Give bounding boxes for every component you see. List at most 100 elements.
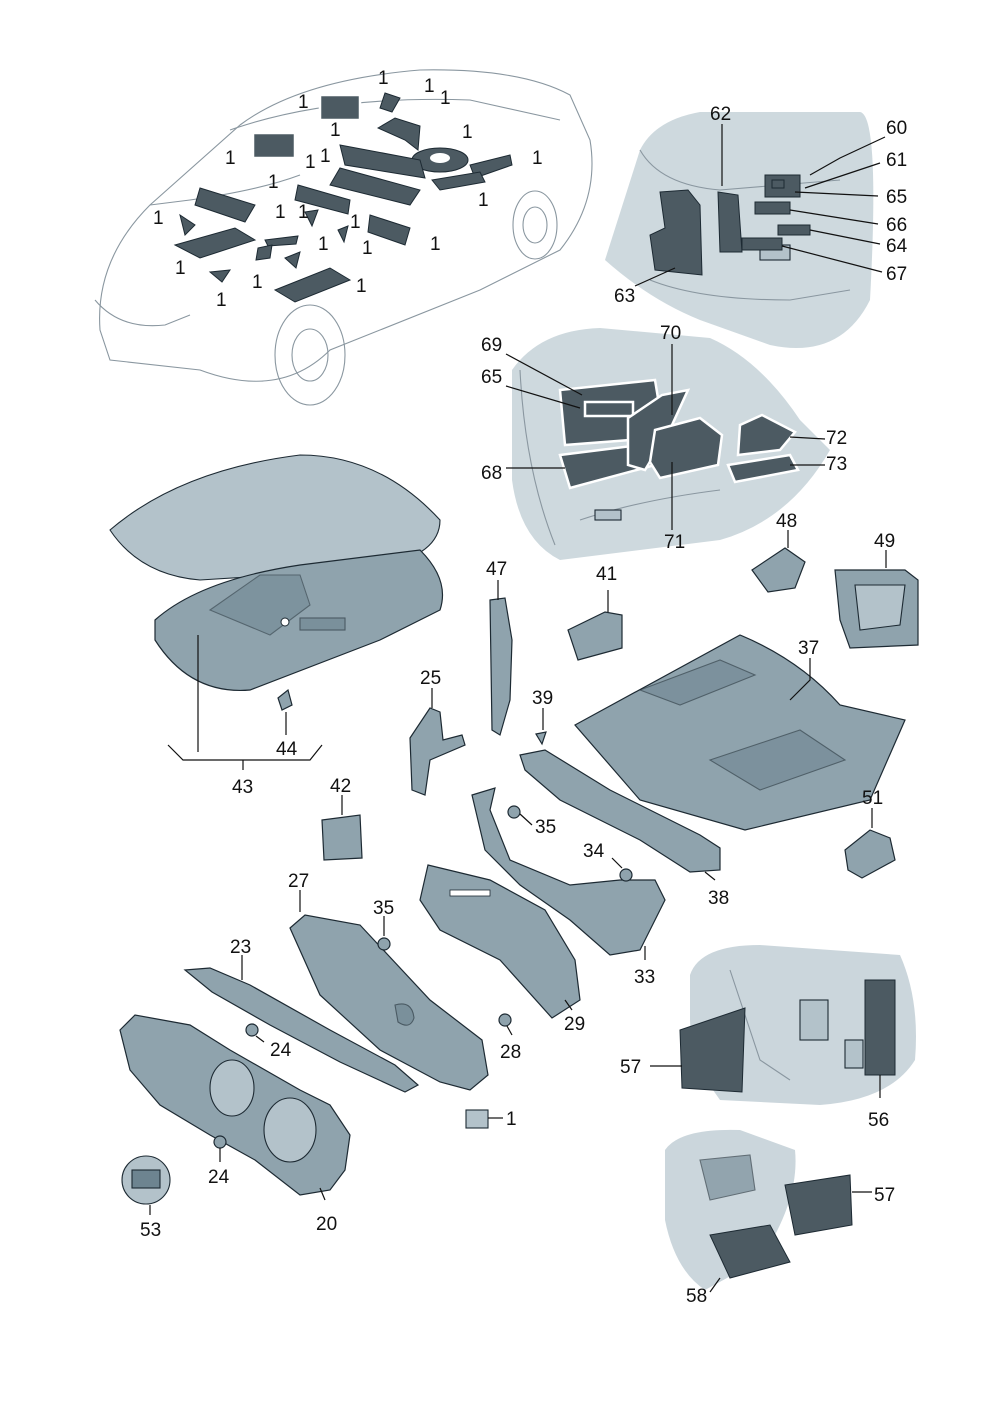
label-24-b: 24	[208, 1167, 230, 1188]
label-1-q: 1	[318, 234, 329, 255]
label-1-b: 1	[424, 76, 435, 97]
label-1-m: 1	[153, 208, 164, 229]
part-23: 23	[183, 937, 420, 1093]
label-1-g: 1	[320, 146, 331, 167]
label-70: 70	[660, 323, 681, 344]
label-33: 33	[634, 967, 655, 988]
label-35-b: 35	[373, 898, 394, 919]
label-48: 48	[776, 511, 797, 532]
part-25: 25	[409, 668, 466, 796]
label-28: 28	[500, 1042, 521, 1063]
label-43: 43	[232, 777, 253, 798]
part-47: 47	[486, 559, 513, 736]
label-1-t: 1	[175, 258, 186, 279]
label-1-w: 1	[216, 290, 227, 311]
label-51: 51	[862, 788, 883, 809]
part-37: 37	[574, 634, 906, 831]
label-41: 41	[596, 564, 617, 585]
part-38: 38	[519, 749, 729, 909]
label-35: 35	[535, 817, 556, 838]
label-63: 63	[614, 286, 635, 307]
wheelhouse-lower: 57 58	[665, 1129, 895, 1307]
label-27: 27	[288, 871, 309, 892]
label-68: 68	[481, 463, 502, 484]
label-53: 53	[140, 1220, 161, 1241]
part-1-small: 1	[465, 1109, 517, 1130]
label-1-a: 1	[378, 68, 389, 89]
part-49: 49	[834, 531, 919, 649]
trunk-middle-labels: 69 65 68 70 71 72 73	[481, 323, 847, 553]
part-41: 41	[567, 564, 623, 661]
car-part-labels: 1 1 1 1 1 1 1 1 1 1 1 1 1 1 1 1 1 1 1 1 …	[153, 68, 543, 311]
part-28: 28	[498, 1013, 521, 1063]
part-33: 33	[471, 787, 666, 988]
label-1-c: 1	[440, 88, 451, 109]
label-24-a: 24	[270, 1040, 292, 1061]
label-65-b: 65	[481, 367, 502, 388]
part-48: 48	[751, 511, 806, 593]
label-64: 64	[886, 236, 908, 257]
label-49: 49	[874, 531, 895, 552]
label-1-o: 1	[298, 202, 309, 223]
trunk-middle-leaders	[505, 344, 826, 530]
label-72: 72	[826, 428, 847, 449]
car-outline	[94, 69, 593, 406]
label-66: 66	[886, 215, 907, 236]
label-47: 47	[486, 559, 507, 580]
label-1-small: 1	[506, 1109, 517, 1130]
hood-assembly: 44 43	[109, 454, 444, 798]
label-23: 23	[230, 937, 251, 958]
label-71: 71	[664, 532, 685, 553]
label-29: 29	[564, 1014, 585, 1035]
label-56: 56	[868, 1110, 889, 1131]
part-39: 39	[532, 688, 553, 746]
label-1-k: 1	[268, 172, 279, 193]
label-57-b: 57	[874, 1185, 895, 1206]
label-37: 37	[798, 638, 819, 659]
part-20: 20	[119, 1014, 351, 1235]
label-60: 60	[886, 118, 907, 139]
label-69: 69	[481, 335, 502, 356]
label-62: 62	[710, 104, 731, 125]
label-42: 42	[330, 776, 351, 797]
label-67: 67	[886, 264, 907, 285]
part-35-b: 35	[373, 898, 394, 951]
part-34: 34	[583, 841, 633, 882]
label-1-r: 1	[362, 238, 373, 259]
label-20: 20	[316, 1214, 337, 1235]
label-1-h: 1	[305, 152, 316, 173]
label-61: 61	[886, 150, 907, 171]
label-1-j: 1	[532, 148, 543, 169]
label-44: 44	[276, 739, 298, 760]
part-53: 53	[121, 1155, 171, 1241]
wheelhouse-upper: 57 56	[620, 945, 916, 1131]
label-1-f: 1	[462, 122, 473, 143]
label-1-l: 1	[478, 190, 489, 211]
car-mats	[173, 92, 513, 303]
label-57-a: 57	[620, 1057, 641, 1078]
trunk-upper-labels: 62 60 61 65 66 64 67 63	[614, 104, 908, 307]
part-51: 51	[844, 788, 896, 879]
label-73: 73	[826, 454, 847, 475]
part-27: 27	[288, 871, 489, 1091]
trunk-upper-leaders	[634, 124, 886, 287]
label-1-s: 1	[430, 234, 441, 255]
label-1-v: 1	[356, 276, 367, 297]
trunk-middle-view	[512, 328, 830, 560]
label-1-d: 1	[298, 92, 309, 113]
label-1-i: 1	[225, 148, 236, 169]
label-38: 38	[708, 888, 729, 909]
part-29: 29	[419, 864, 585, 1035]
label-34: 34	[583, 841, 605, 862]
label-39: 39	[532, 688, 553, 709]
label-1-e: 1	[330, 120, 341, 141]
part-42: 42	[321, 776, 363, 861]
label-65: 65	[886, 187, 907, 208]
part-24-a: 24	[245, 1023, 292, 1061]
part-24-b: 24	[208, 1135, 230, 1188]
label-1-n: 1	[275, 202, 286, 223]
label-1-p: 1	[350, 212, 361, 233]
label-58: 58	[686, 1286, 707, 1307]
